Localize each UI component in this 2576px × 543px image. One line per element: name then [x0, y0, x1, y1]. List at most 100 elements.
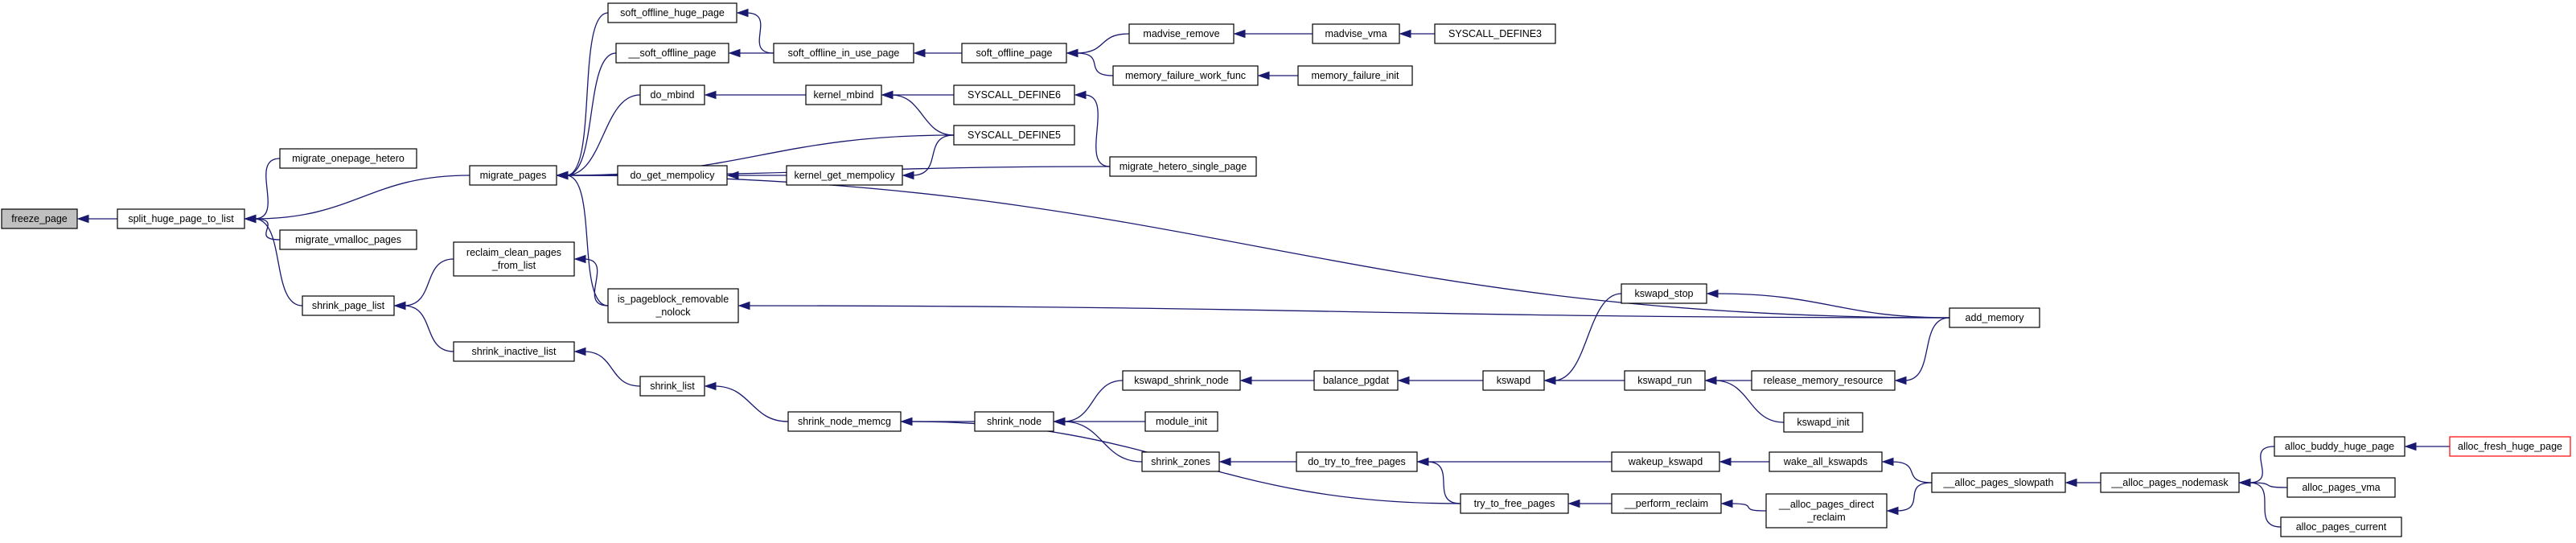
node-do-try-to-free-pages[interactable]: do_try_to_free_pages [1296, 451, 1418, 472]
node-box [279, 148, 417, 169]
node-soft-offline-in-use-page[interactable]: soft_offline_in_use_page [773, 43, 914, 64]
node-box [1949, 307, 2040, 328]
edge-alloc-pages-slowpath-to-alloc-pages-direct-reclaim [1896, 482, 1933, 512]
node-migrate-hetero-single-page[interactable]: migrate_hetero_single_page [1109, 156, 1257, 177]
node-is-pageblock-removable-nolock[interactable]: is_pageblock_removable_nolock [607, 288, 739, 323]
node-label: kswapd_stop [1635, 288, 1694, 299]
node-migrate-vmalloc-pages[interactable]: migrate_vmalloc_pages [279, 229, 417, 250]
node-box [302, 295, 395, 316]
arrowhead-icon [1704, 376, 1717, 385]
node-kswapd-shrink-node[interactable]: kswapd_shrink_node [1122, 370, 1241, 391]
node-freeze-page[interactable]: freeze_page [1, 208, 78, 229]
node-alloc-pages-slowpath[interactable]: __alloc_pages_slowpath [1931, 472, 2066, 493]
node-label: _nolock [655, 306, 691, 318]
node-kswapd-init[interactable]: kswapd_init [1783, 412, 1863, 433]
node-label: soft_offline_huge_page [620, 7, 725, 19]
node-box [773, 43, 914, 64]
arrowhead-icon [728, 48, 741, 58]
node-box [617, 165, 728, 186]
node-box [2449, 436, 2571, 457]
edge-shrink-page-list-to-split-huge-page-to-list [253, 218, 303, 306]
node-shrink-inactive-list[interactable]: shrink_inactive_list [453, 341, 575, 362]
node-box [961, 43, 1067, 64]
node-box [1296, 451, 1418, 472]
node-madvise-vma[interactable]: madvise_vma [1312, 23, 1400, 44]
node-box [469, 165, 557, 186]
node-wakeup-kswapd[interactable]: wakeup_kswapd [1611, 451, 1720, 472]
edge-alloc-pages-vma-to-alloc-pages-nodemask [2248, 482, 2288, 488]
node-alloc-pages-nodemask[interactable]: __alloc_pages_nodemask [2100, 472, 2240, 493]
arrowhead-icon [913, 48, 926, 58]
node-kswapd[interactable]: kswapd [1482, 370, 1545, 391]
node-alloc-pages-current[interactable]: alloc_pages_current [2280, 516, 2402, 537]
node-kswapd-stop[interactable]: kswapd_stop [1621, 283, 1707, 304]
node-madvise-remove[interactable]: madvise_remove [1128, 23, 1235, 44]
edge-alloc-pages-direct-reclaim-to-perform-reclaim [1730, 503, 1767, 512]
node-alloc-pages-vma[interactable]: alloc_pages_vma [2286, 477, 2396, 498]
node-kernel-get-mempolicy[interactable]: kernel_get_mempolicy [786, 165, 903, 186]
node-label: release_memory_resource [1764, 375, 1884, 386]
node-alloc-pages-direct-reclaim[interactable]: __alloc_pages_direct_reclaim [1765, 493, 1888, 529]
node-box [1624, 370, 1706, 391]
node-do-mbind[interactable]: do_mbind [639, 84, 705, 105]
arrowhead-icon [902, 171, 914, 180]
node-label: shrink_node_memcg [798, 416, 891, 427]
node-migrate-pages[interactable]: migrate_pages [469, 165, 557, 186]
edge-syscall-define5-to-kernel-mbind [890, 94, 955, 136]
node-box [453, 341, 575, 362]
node-soft-offline-page[interactable]: __soft_offline_page [615, 43, 729, 64]
node-shrink-zones[interactable]: shrink_zones [1141, 451, 1220, 472]
node-label: wakeup_kswapd [1628, 456, 1703, 467]
node-soft-offline-huge-page[interactable]: soft_offline_huge_page [607, 2, 737, 23]
node-box [1297, 65, 1413, 86]
node-kswapd-run[interactable]: kswapd_run [1624, 370, 1706, 391]
node-box [607, 2, 737, 23]
node-try-to-free-pages[interactable]: try_to_free_pages [1460, 493, 1569, 514]
node-reclaim-clean-pages-from-list[interactable]: reclaim_clean_pages_from_list [453, 241, 575, 277]
node-box [1112, 65, 1259, 86]
node-add-memory[interactable]: add_memory [1949, 307, 2040, 328]
node-module-init[interactable]: module_init [1144, 411, 1218, 432]
node-alloc-fresh-huge-page[interactable]: alloc_fresh_huge_page [2449, 436, 2571, 457]
node-label: SYSCALL_DEFINE6 [968, 89, 1061, 101]
node-shrink-node-memcg[interactable]: shrink_node_memcg [787, 411, 902, 432]
node-soft-offline-page[interactable]: soft_offline_page [961, 43, 1067, 64]
node-perform-reclaim[interactable]: __perform_reclaim [1611, 493, 1722, 514]
node-syscall-define6[interactable]: SYSCALL_DEFINE6 [953, 84, 1075, 105]
node-box [615, 43, 729, 64]
edge-kswapd-init-to-kswapd-run [1714, 380, 1785, 423]
node-box [2100, 472, 2240, 493]
node-alloc-buddy-huge-page[interactable]: alloc_buddy_huge_page [2274, 436, 2405, 457]
node-box [953, 84, 1075, 105]
node-shrink-node[interactable]: shrink_node [974, 411, 1054, 432]
node-migrate-onepage-hetero[interactable]: migrate_onepage_hetero [279, 148, 417, 169]
node-box [1313, 370, 1399, 391]
node-label: _from_list [491, 260, 536, 271]
node-label: kernel_get_mempolicy [794, 170, 895, 181]
node-label: try_to_free_pages [1474, 498, 1555, 509]
node-label: do_mbind [651, 89, 695, 101]
node-kernel-mbind[interactable]: kernel_mbind [805, 84, 882, 105]
node-syscall-define3[interactable]: SYSCALL_DEFINE3 [1434, 23, 1556, 44]
node-memory-failure-init[interactable]: memory_failure_init [1297, 65, 1413, 86]
arrowhead-icon [1074, 90, 1087, 100]
node-wake-all-kswapds[interactable]: wake_all_kswapds [1769, 451, 1883, 472]
node-box [1144, 411, 1218, 432]
node-syscall-define5[interactable]: SYSCALL_DEFINE5 [953, 125, 1075, 146]
node-shrink-list[interactable]: shrink_list [639, 376, 705, 397]
arrowhead-icon [1719, 457, 1732, 467]
node-split-huge-page-to-list[interactable]: split_huge_page_to_list [117, 208, 245, 229]
edge-reclaim-clean-pages-from-list-to-shrink-page-list [403, 258, 454, 306]
node-balance-pgdat[interactable]: balance_pgdat [1313, 370, 1399, 391]
edge-kswapd-shrink-node-to-shrink-node [1062, 380, 1124, 422]
arrowhead-icon [1257, 71, 1270, 80]
node-label: alloc_pages_current [2296, 521, 2387, 533]
node-memory-failure-work-func[interactable]: memory_failure_work_func [1112, 65, 1259, 86]
node-shrink-page-list[interactable]: shrink_page_list [302, 295, 395, 316]
arrowhead-icon [704, 381, 717, 391]
node-release-memory-resource[interactable]: release_memory_resource [1751, 370, 1896, 391]
edge-migrate-onepage-hetero-to-split-huge-page-to-list [253, 158, 281, 220]
node-box [787, 411, 902, 432]
node-do-get-mempolicy[interactable]: do_get_mempolicy [617, 165, 728, 186]
